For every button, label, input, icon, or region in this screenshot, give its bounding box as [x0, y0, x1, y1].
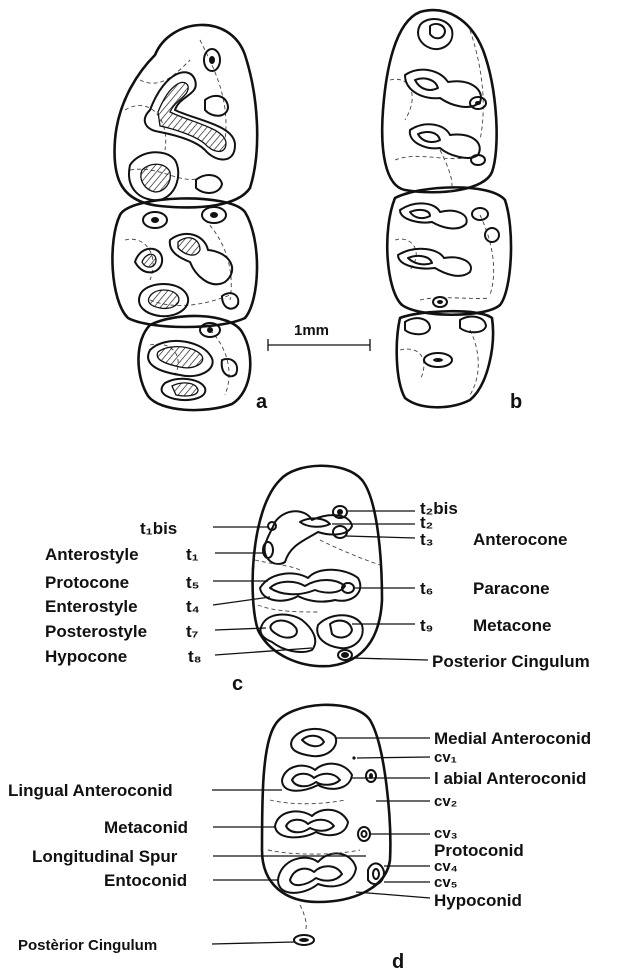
label-anterocone: Anterocone	[473, 530, 567, 549]
panel-label-b: b	[510, 391, 522, 413]
label-labial-anteroconid: l abial Anteroconid	[434, 769, 586, 788]
label-cv2: cv₂	[434, 793, 457, 810]
label-t4: t₄	[186, 597, 200, 616]
panel-a-molar-row	[112, 25, 257, 410]
label-lingual-anteroconid: Lingual Anteroconid	[8, 781, 173, 800]
panel-a-m1-outline	[115, 25, 258, 207]
label-t3: t₃	[420, 530, 434, 549]
panel-label-c: c	[232, 673, 243, 695]
label-hypocone: Hypocone	[45, 647, 127, 666]
label-anterostyle: Anterostyle	[45, 545, 139, 564]
label-t9: t₉	[420, 616, 433, 635]
label-t7: t₇	[186, 622, 199, 641]
label-metaconid: Metaconid	[104, 818, 188, 837]
label-t1bis: t₁bis	[140, 519, 177, 538]
label-posterior-cingulum-c: Posterior Cingulum	[432, 652, 590, 671]
scale-bar-label: 1mm	[294, 322, 329, 339]
panel-label-d: d	[392, 951, 404, 971]
label-t6: t₆	[420, 579, 433, 598]
label-enterostyle: Enterostyle	[45, 597, 138, 616]
label-posterior-cingulum-d: Postèrior Cingulum	[18, 937, 157, 954]
label-t5: t₅	[186, 573, 199, 592]
label-protocone: Protocone	[45, 573, 129, 592]
label-medial-anteroconid: Medial Anteroconid	[434, 729, 591, 748]
panel-label-a: a	[256, 391, 268, 413]
panel-b-molar-row	[382, 10, 511, 407]
label-posterostyle: Posterostyle	[45, 622, 147, 641]
label-hypoconid: Hypoconid	[434, 891, 522, 910]
label-cv1: cv₁	[434, 749, 457, 766]
panel-d-tooth-outline	[262, 705, 390, 902]
panel-d-leaders	[212, 738, 430, 944]
label-t1: t₁	[186, 545, 199, 564]
scale-bar: 1mm	[268, 322, 370, 351]
label-metacone: Metacone	[473, 616, 551, 635]
panel-b-m3-outline	[397, 311, 493, 407]
panel-d-diagram	[262, 705, 390, 945]
label-cv3: cv₃	[434, 825, 458, 842]
label-paracone: Paracone	[473, 579, 550, 598]
label-cv5: cv₅	[434, 874, 458, 891]
label-cv4: cv₄	[434, 858, 458, 875]
label-longitudinal-spur: Longitudinal Spur	[32, 847, 178, 866]
panel-c-diagram	[253, 466, 382, 666]
label-t8: t₈	[188, 647, 202, 666]
label-entoconid: Entoconid	[104, 871, 187, 890]
